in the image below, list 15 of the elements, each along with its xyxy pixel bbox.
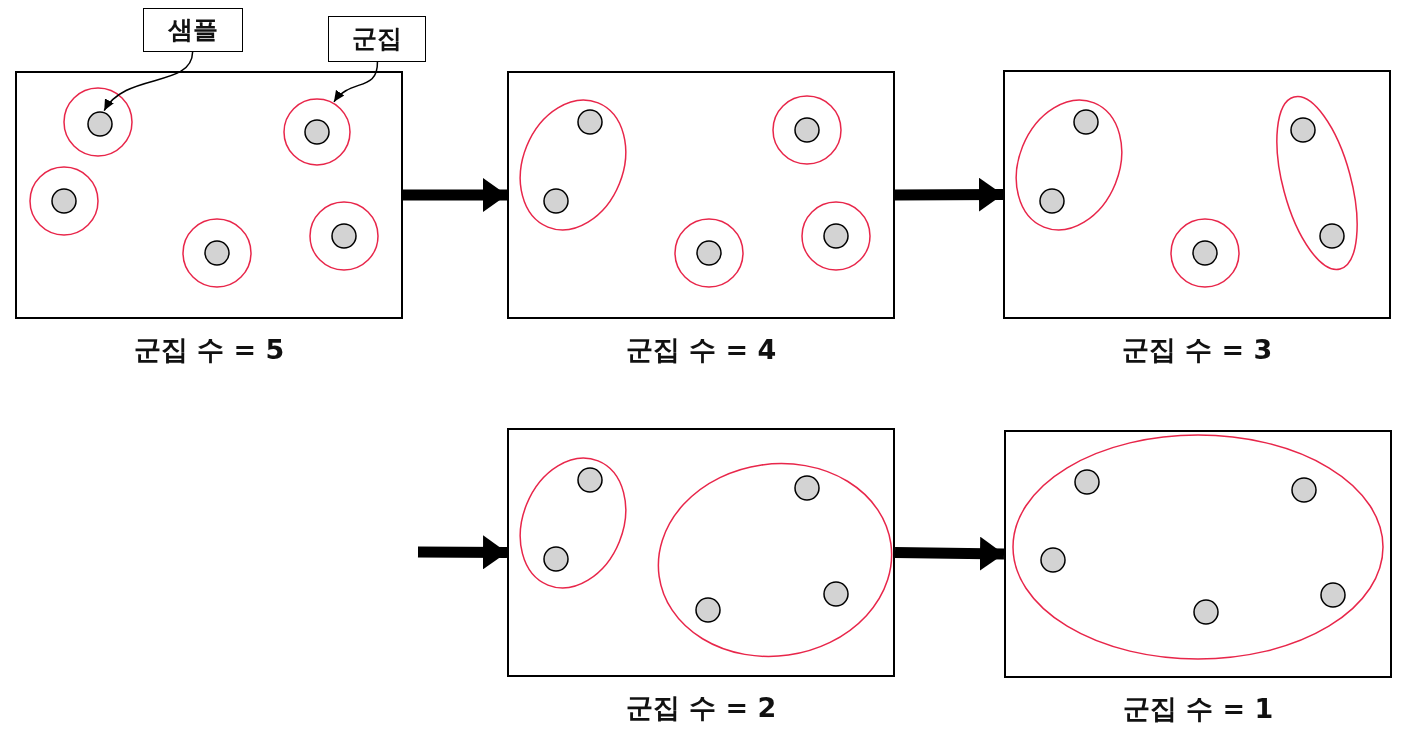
callout-box: 군집	[328, 16, 426, 62]
cluster-count-caption: 군집 수 = 3	[1120, 336, 1274, 363]
cluster-count-caption: 군집 수 = 4	[624, 336, 778, 363]
cluster-count-caption: 군집 수 = 5	[132, 336, 286, 363]
cluster-count-caption: 군집 수 = 1	[1121, 695, 1275, 722]
leader-arrow	[103, 51, 194, 112]
sample-circle	[87, 111, 113, 137]
cluster-circle	[283, 98, 351, 166]
leader-arrow	[333, 61, 379, 103]
cluster-count-caption: 군집 수 = 2	[624, 694, 778, 721]
block-arrow	[417, 535, 508, 570]
callout-box: 샘플	[143, 8, 243, 52]
block-arrow	[895, 177, 1003, 212]
block-arrow	[894, 536, 1005, 571]
block-arrow	[403, 178, 507, 212]
